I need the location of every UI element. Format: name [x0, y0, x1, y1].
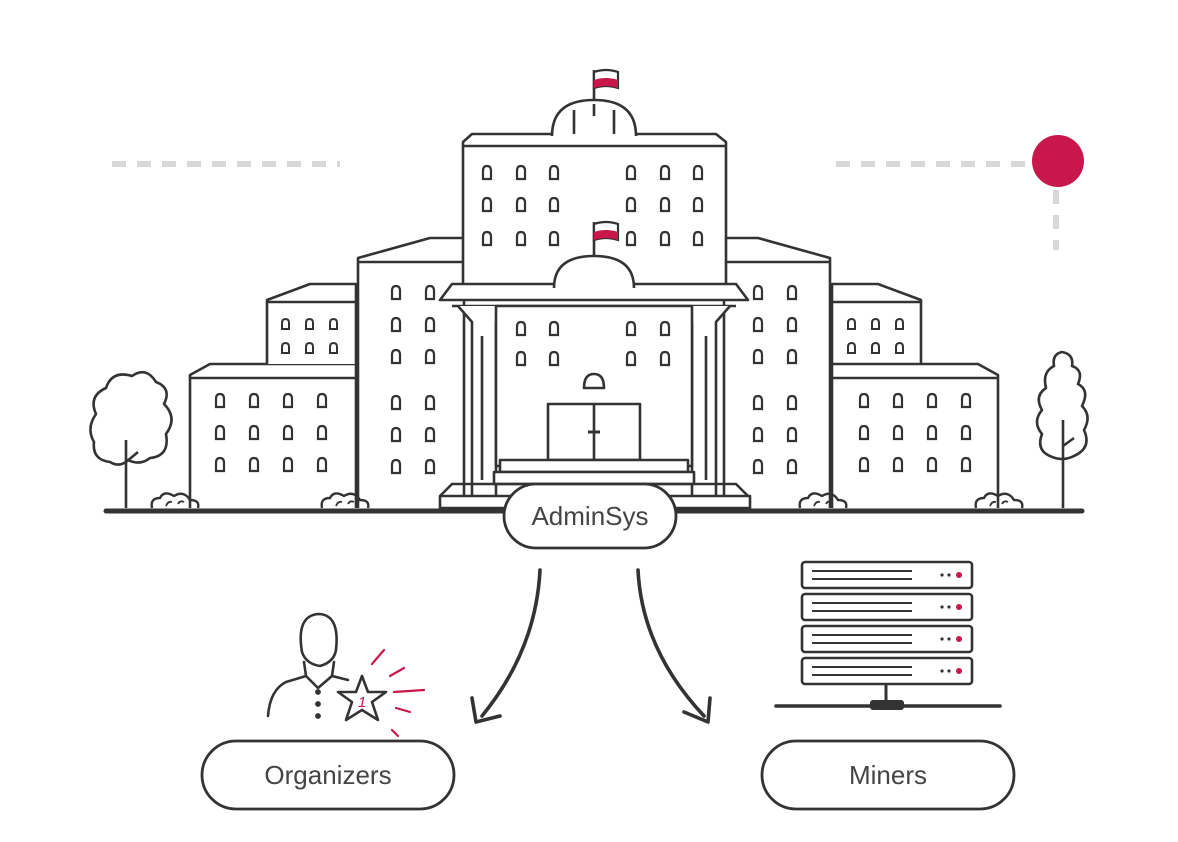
adminsys-node: AdminSys	[502, 482, 678, 550]
flag-icon	[592, 220, 620, 256]
miners-node: Miners	[760, 739, 1016, 811]
star-rank-number: 1	[358, 694, 366, 711]
miners-label: Miners	[849, 760, 927, 790]
connector-endpoint-dot	[1032, 135, 1084, 187]
arrow-to-organizers	[470, 568, 542, 724]
tree-icon	[89, 370, 173, 508]
right-dashed-connector	[836, 161, 1059, 250]
adminsys-label: AdminSys	[531, 501, 648, 531]
arrow-to-miners	[636, 568, 712, 724]
government-building-icon	[188, 98, 1000, 510]
person-with-star-icon	[266, 612, 426, 738]
flag-icon	[592, 68, 620, 100]
server-rack-icon	[774, 560, 1002, 710]
organizers-node: Organizers	[200, 739, 456, 811]
organizers-label: Organizers	[264, 760, 391, 790]
tree-icon	[1035, 350, 1089, 508]
